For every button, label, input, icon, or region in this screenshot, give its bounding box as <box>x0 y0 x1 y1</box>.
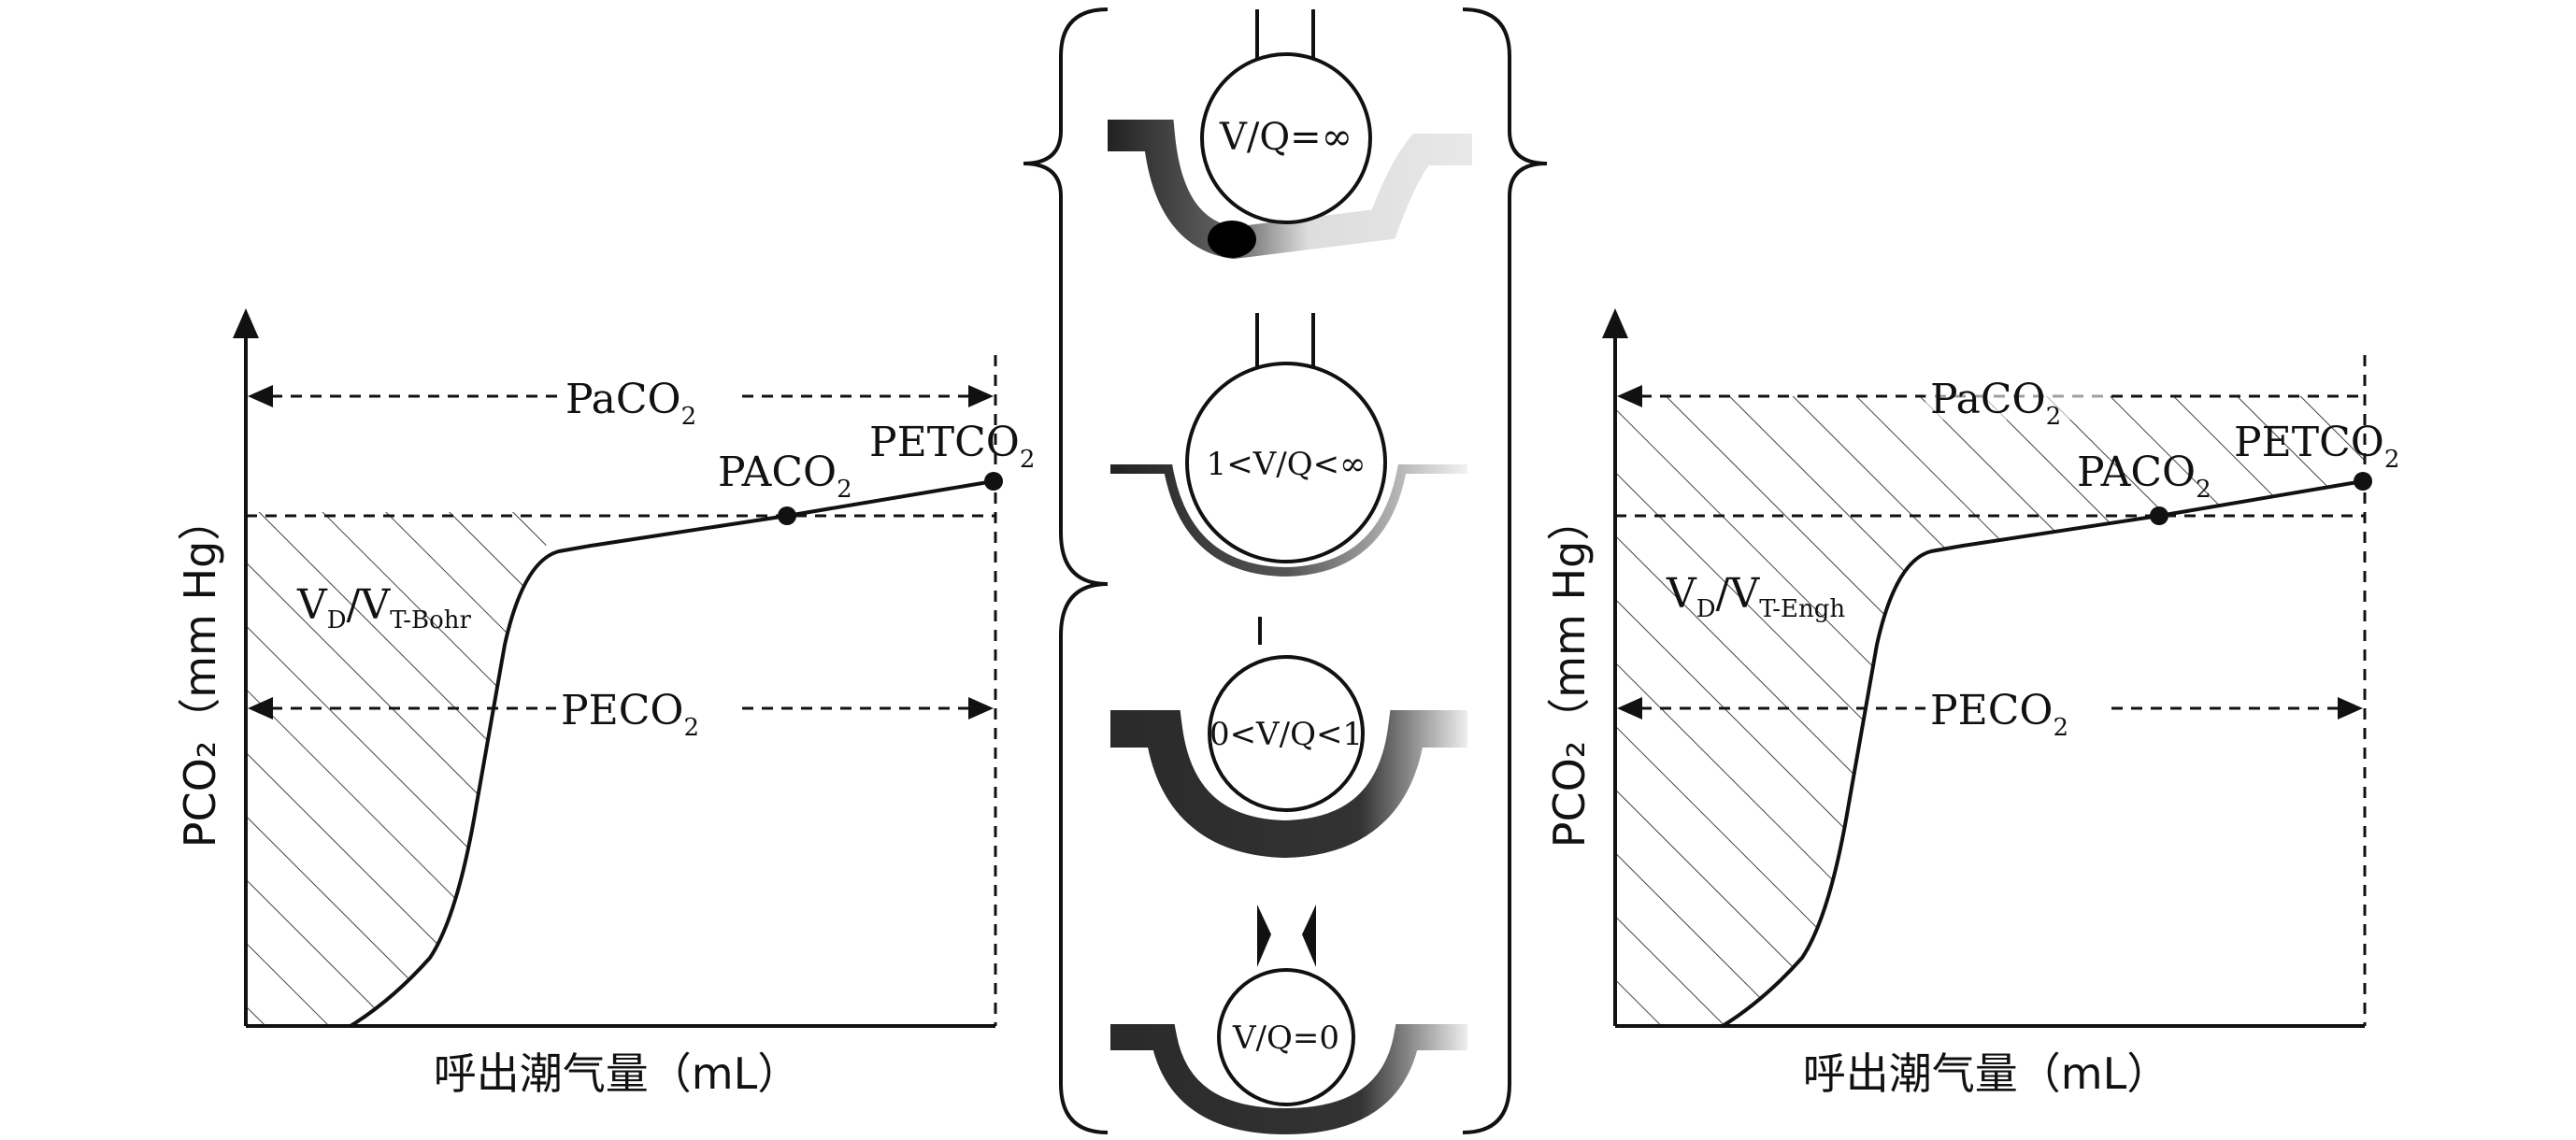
left-petco2-point <box>984 472 1003 491</box>
right-peco2-arrow-right-icon <box>2338 697 2363 720</box>
alveolus-low-vq-icon: 0<V/Q<1 <box>1110 617 1467 859</box>
right-y-axis-arrow-icon <box>1602 308 1628 338</box>
left-paco2-label: PaCO2 <box>565 376 696 431</box>
left-paco2-arrow-left-icon <box>248 385 273 407</box>
right-x-axis-title: 呼出潮气量（mL） <box>1803 1048 2169 1099</box>
alveolus-1-label: V/Q=∞ <box>1219 116 1352 159</box>
right-petco2-label: PETCO2 <box>2234 419 2399 474</box>
left-peco2-arrow-right-icon <box>968 697 994 720</box>
left-paco2-point <box>778 506 796 525</box>
left-y-axis-title: PCO₂（mm Hg） <box>175 498 225 848</box>
left-plot: PaCO2 PETCO2 PACO2 PECO2 VD/VT-Bohr PCO₂… <box>175 308 1035 1099</box>
right-hatched-area <box>1615 396 2365 1026</box>
right-peco2-label: PECO2 <box>1930 687 2068 742</box>
right-y-axis-title: PCO₂（mm Hg） <box>1544 498 1595 848</box>
alveolus-3-label: 0<V/Q<1 <box>1209 716 1363 753</box>
left-vd-vt-label: VD/VT-Bohr <box>296 581 472 634</box>
right-capnogram-curve <box>1721 479 2364 1028</box>
alveolus-high-vq-icon: 1<V/Q<∞ <box>1110 313 1467 577</box>
right-paco2-alveolar-label: PACO2 <box>2077 449 2211 504</box>
left-paco2-alveolar-label: PACO2 <box>718 449 852 504</box>
left-peco2-arrow-left-icon <box>248 697 273 720</box>
right-vd-vt-label: VD/VT-Engh <box>1666 570 1845 623</box>
alveolus-shunt-icon: V/Q=0 <box>1110 905 1467 1135</box>
alveolus-2-label: 1<V/Q<∞ <box>1207 446 1367 483</box>
left-paco2-arrow-right-icon <box>968 385 994 407</box>
right-paco2-arrow-left-icon <box>1617 385 1642 407</box>
left-y-axis-arrow-icon <box>233 308 259 338</box>
right-petco2-point <box>2354 472 2372 491</box>
alveolus-4-label: V/Q=0 <box>1232 1019 1339 1057</box>
alveolus-dead-space-icon: V/Q=∞ <box>1108 9 1472 260</box>
left-petco2-label: PETCO2 <box>869 419 1035 474</box>
left-x-axis-title: 呼出潮气量（mL） <box>434 1048 800 1099</box>
right-paco2-point <box>2150 506 2168 525</box>
right-plot: PaCO2 PETCO2 PACO2 PECO2 VD/VT-Engh PCO₂… <box>1544 308 2399 1099</box>
right-brace <box>1462 7 1548 1134</box>
left-peco2-label: PECO2 <box>561 687 699 742</box>
right-paco2-label: PaCO2 <box>1930 376 2061 431</box>
right-peco2-arrow-left-icon <box>1617 697 1642 720</box>
alveoli-panel: V/Q=∞ 1<V/Q<∞ 0<V/Q<1 V/Q=0 <box>1023 7 1548 1135</box>
left-hatched-area <box>246 512 570 1026</box>
left-brace <box>1023 7 1109 1134</box>
left-capnogram-curve <box>349 479 995 1028</box>
